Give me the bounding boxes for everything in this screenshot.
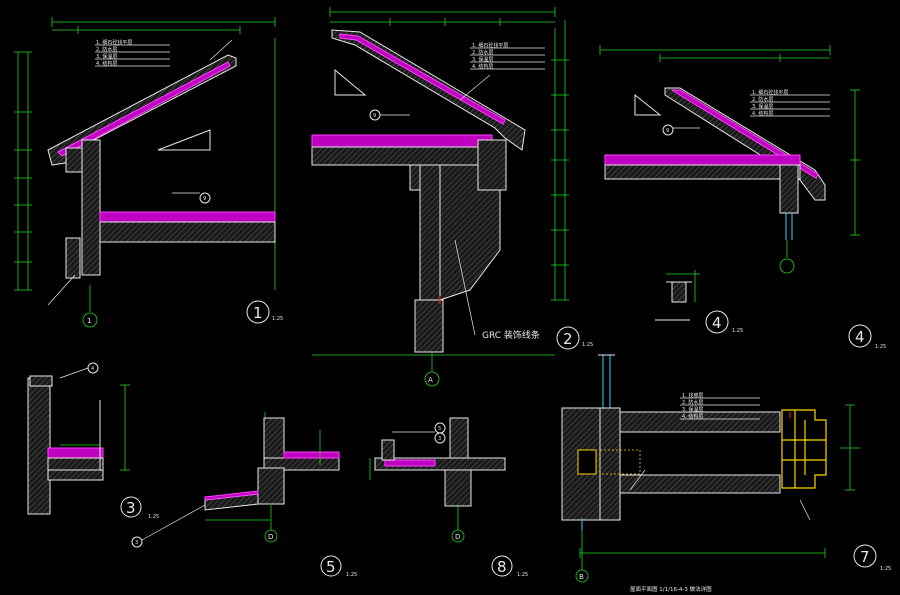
detail-1: 1. 细石砼找平层 2. 防水层 3. 保温层 4. 结构层 9 1 1 1:2… xyxy=(14,17,283,328)
svg-text:1. 细石砼找平层: 1. 细石砼找平层 xyxy=(472,42,508,49)
detail-6-scale: 1:25 xyxy=(875,344,886,350)
svg-text:1. 细石砼找平层: 1. 细石砼找平层 xyxy=(96,39,132,46)
svg-text:4. 结构层: 4. 结构层 xyxy=(682,413,703,420)
detail-2-scale: 1:25 xyxy=(582,342,593,348)
detail-7-number: 7 xyxy=(860,548,870,566)
detail-6-number: 4 xyxy=(855,328,865,346)
svg-text:2. 防水层: 2. 防水层 xyxy=(472,49,493,56)
svg-text:3. 保温层: 3. 保温层 xyxy=(752,103,773,110)
detail-2: 1. 细石砼找平层 2. 防水层 3. 保温层 4. 结构层 9 GRC 装饰线… xyxy=(311,7,593,387)
svg-text:4. 结构层: 4. 结构层 xyxy=(752,110,773,117)
detail-8-axis: D xyxy=(455,533,460,541)
detail-4: 4 1:25 xyxy=(655,270,743,334)
svg-text:3: 3 xyxy=(438,436,441,442)
detail-7: 1. 找坡层 2. 防水层 3. 保温层 4. 结构层 B 屋面平面图 1/1/… xyxy=(561,354,891,593)
svg-text:3. 保温层: 3. 保温层 xyxy=(472,56,493,63)
svg-text:4. 结构层: 4. 结构层 xyxy=(472,63,493,70)
detail-4-scale: 1:25 xyxy=(732,328,743,334)
svg-text:2. 防水层: 2. 防水层 xyxy=(96,46,117,53)
detail-8-scale: 1:25 xyxy=(517,572,528,578)
svg-text:9: 9 xyxy=(666,128,669,134)
svg-text:1. 细石砼找平层: 1. 细石砼找平层 xyxy=(752,89,788,96)
detail-8-bubble-5: 5 xyxy=(438,426,441,432)
grc-label: GRC 装饰线条 xyxy=(482,329,540,341)
detail-8: 5 3 D 8 1:25 xyxy=(369,417,528,578)
detail-7-axis: B xyxy=(579,573,584,581)
svg-text:3. 保温层: 3. 保温层 xyxy=(96,53,117,60)
detail-7-caption: 屋面平面图 1/1/16-4-3 做法详图 xyxy=(630,585,712,593)
detail-5-scale: 1:25 xyxy=(346,572,357,578)
detail-2-number: 2 xyxy=(563,330,573,348)
detail-5: D 3 5 1:25 xyxy=(131,412,357,578)
detail-1-number: 1 xyxy=(253,304,263,322)
detail-3-scale: 1:25 xyxy=(148,514,159,520)
detail-3: 4 3 1:25 xyxy=(27,362,159,520)
svg-text:2. 防水层: 2. 防水层 xyxy=(682,399,703,406)
detail-5-axis: D xyxy=(268,533,273,541)
detail-3-bubble-4: 4 xyxy=(91,366,94,372)
svg-text:4. 结构层: 4. 结构层 xyxy=(96,60,117,67)
detail-1-bubble-9: 9 xyxy=(203,196,206,202)
svg-text:3. 保温层: 3. 保温层 xyxy=(682,406,703,413)
detail-8-number: 8 xyxy=(497,558,507,576)
detail-2-axis: A xyxy=(428,376,433,384)
svg-text:9: 9 xyxy=(373,113,376,119)
detail-4-number: 4 xyxy=(712,314,722,332)
detail-6: 1. 细石砼找平层 2. 防水层 3. 保温层 4. 结构层 9 4 1:25 xyxy=(599,45,886,350)
detail-7-scale: 1:25 xyxy=(880,566,891,572)
detail-1-scale: 1:25 xyxy=(272,316,283,322)
detail-3-number: 3 xyxy=(126,499,136,517)
svg-text:1. 找坡层: 1. 找坡层 xyxy=(682,392,703,399)
detail-5-number: 5 xyxy=(326,558,336,576)
detail-5-leader-3: 3 xyxy=(135,540,138,546)
detail-1-axis: 1 xyxy=(87,317,91,325)
svg-text:2. 防水层: 2. 防水层 xyxy=(752,96,773,103)
